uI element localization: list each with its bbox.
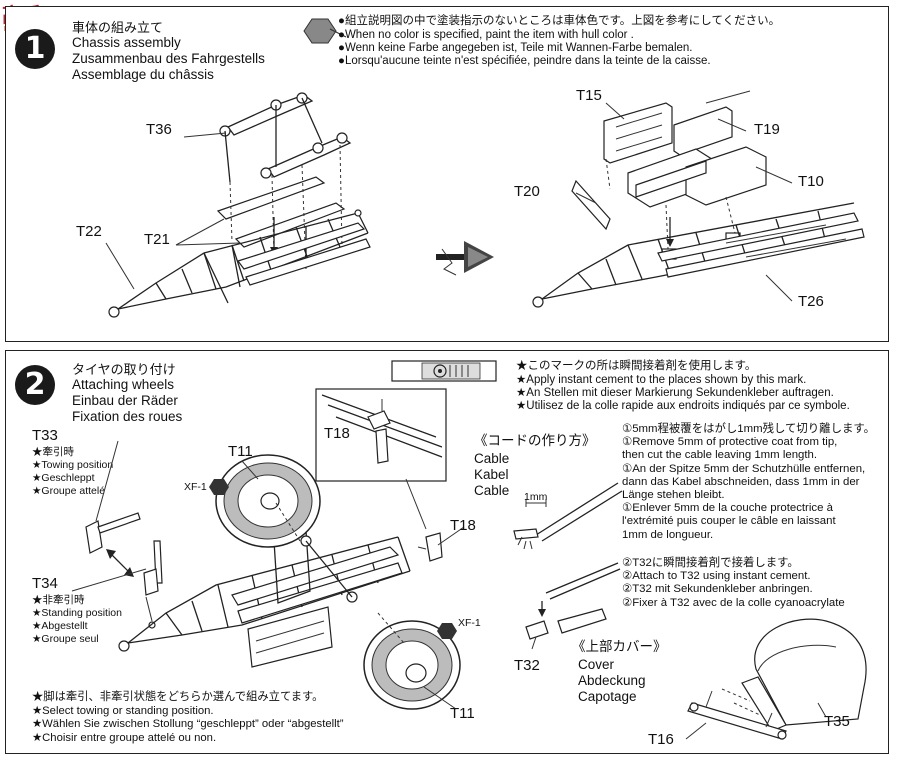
t34-jp: ★非牽引時 bbox=[32, 594, 85, 606]
step1-title-jp: 車体の組み立て bbox=[72, 21, 164, 36]
step1-badge: 1 bbox=[15, 29, 55, 69]
step2-badge: 2 bbox=[15, 365, 55, 405]
part-label-t15: T15 bbox=[576, 87, 602, 104]
cable-title-fr: Cable bbox=[474, 483, 510, 498]
t33-de: ★Geschleppt bbox=[32, 472, 95, 484]
cable-title-de: Kabel bbox=[474, 467, 509, 482]
mark-note-en: ★Apply instant cement to the places show… bbox=[516, 374, 807, 386]
t34-en: ★Standing position bbox=[32, 607, 122, 619]
step2-title-fr: Fixation des roues bbox=[72, 409, 183, 424]
t34-fr: ★Groupe seul bbox=[32, 633, 99, 645]
step2-title-en: Attaching wheels bbox=[72, 377, 175, 392]
t33-jp: ★牽引時 bbox=[32, 446, 74, 458]
step1-note-en: ●When no color is specified, paint the i… bbox=[338, 29, 634, 41]
part-label-t18-inset: T18 bbox=[324, 425, 350, 442]
part-label-t22: T22 bbox=[76, 223, 102, 240]
part-label-t35: T35 bbox=[824, 713, 850, 730]
cable-steps-1: ①5mm程被覆をはがし1mm残して切り離します。 ①Remove 5mm of … bbox=[622, 423, 875, 541]
step1-title-de: Zusammenbau des Fahrgestells bbox=[72, 51, 265, 66]
part-label-t16: T16 bbox=[648, 731, 674, 748]
cable-dimension: 1mm bbox=[524, 491, 548, 503]
cover-title-de: Abdeckung bbox=[578, 673, 646, 688]
cable-title-jp: 《コードの作り方》 bbox=[474, 433, 596, 448]
cover-title-en: Cover bbox=[578, 657, 615, 672]
part-label-t18: T18 bbox=[450, 517, 476, 534]
wheel-assembly-drawing bbox=[71, 388, 867, 740]
step1-note-jp: ●組立説明図の中で塗装指示のないところは車体色です。上図を参考にしてください。 bbox=[338, 15, 781, 27]
paint-code-bottom: XF-1 bbox=[458, 617, 481, 629]
part-label-t11-bottom: T11 bbox=[450, 705, 475, 722]
leg-selection-notes: ★脚は牽引、非牽引状態をどちらか選んで組み立てます。 ★Select towin… bbox=[32, 691, 344, 744]
step1-title-en: Chassis assembly bbox=[72, 35, 181, 50]
part-label-t20: T20 bbox=[514, 183, 540, 200]
part-label-t19: T19 bbox=[754, 121, 780, 138]
step1-panel: 1 車体の組み立て Chassis assembly Zusammenbau d… bbox=[5, 6, 889, 342]
cover-title-fr: Capotage bbox=[578, 689, 637, 704]
t34-de: ★Abgestellt bbox=[32, 620, 88, 632]
mark-note-de: ★An Stellen mit dieser Markierung Sekund… bbox=[516, 387, 834, 399]
t33-label: T33 bbox=[32, 427, 58, 444]
part-label-t10: T10 bbox=[798, 173, 824, 190]
part-label-t11-top: T11 bbox=[228, 443, 253, 460]
part-label-t21: T21 bbox=[144, 231, 170, 248]
mark-note-fr: ★Utilisez de la colle rapide aux endroit… bbox=[516, 400, 850, 412]
cover-title-jp: 《上部カバー》 bbox=[572, 639, 667, 654]
t33-en: ★Towing position bbox=[32, 459, 114, 471]
step2-panel: 2 タイヤの取り付け Attaching wheels Einbau der R… bbox=[5, 350, 889, 754]
t33-fr: ★Groupe attelé bbox=[32, 485, 106, 497]
part-label-t32: T32 bbox=[514, 657, 540, 674]
step1-title-fr: Assemblage du châssis bbox=[72, 67, 214, 82]
cable-title-en: Cable bbox=[474, 451, 510, 466]
paint-code-top: XF-1 bbox=[184, 481, 207, 493]
chassis-exploded-drawing bbox=[105, 90, 865, 318]
hull-color-hex-icon bbox=[303, 18, 347, 44]
step2-title-jp: タイヤの取り付け bbox=[72, 363, 176, 378]
step2-title-de: Einbau der Räder bbox=[72, 393, 178, 408]
part-label-t26: T26 bbox=[798, 293, 824, 310]
t34-label: T34 bbox=[32, 575, 58, 592]
step1-note-de: ●Wenn keine Farbe angegeben ist, Teile m… bbox=[338, 42, 693, 54]
step1-note-fr: ●Lorsqu'aucune teinte n'est spécifiée, p… bbox=[338, 55, 711, 67]
mark-note-jp: ★このマークの所は瞬間接着剤を使用します。 bbox=[516, 360, 757, 372]
part-label-t36: T36 bbox=[146, 121, 172, 138]
instant-cement-mark-icon bbox=[391, 360, 497, 382]
cable-steps-2: ②T32に瞬間接着剤で接着します。 ②Attach to T32 using i… bbox=[622, 557, 845, 609]
